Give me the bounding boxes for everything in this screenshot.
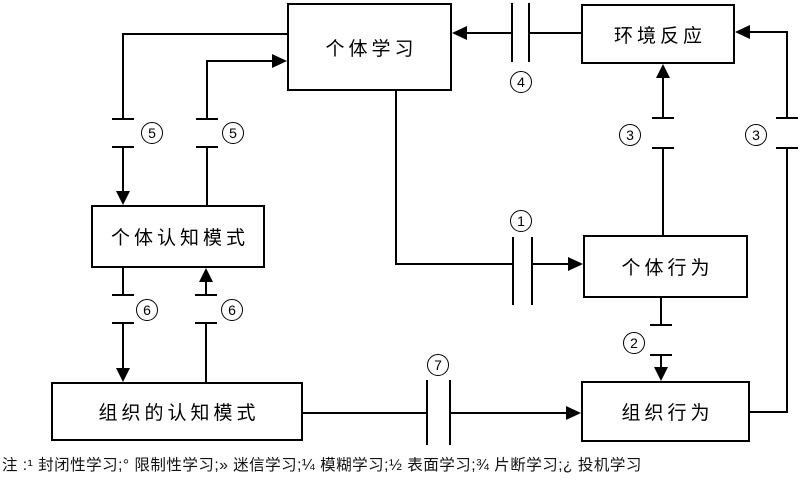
barrier-marker-6-right-label: 6 <box>228 302 236 318</box>
connector-4 <box>452 3 581 62</box>
node-organizational-behavior-label: 组织行为 <box>621 403 714 424</box>
barrier-marker-1: 1 <box>510 210 532 232</box>
arrowhead-up-icon <box>656 64 670 78</box>
barrier-marker-2-label: 2 <box>630 335 638 351</box>
node-individual-behavior: 个体行为 <box>583 235 748 298</box>
connector-3-right <box>735 25 798 413</box>
node-organizational-cognitive-model: 组织的认知模式 <box>51 382 303 441</box>
arrowhead-right-icon <box>568 257 583 271</box>
barrier-marker-6-left-label: 6 <box>143 302 151 318</box>
node-individual-cognitive-model-label: 个体认知模式 <box>110 228 249 249</box>
node-individual-learning-label: 个体学习 <box>325 38 418 60</box>
arrowhead-right-icon <box>566 406 581 420</box>
node-individual-behavior-label: 个体行为 <box>621 258 714 279</box>
barrier-marker-5-left-label: 5 <box>148 125 156 141</box>
arrowhead-left-icon <box>735 25 750 39</box>
barrier-marker-4-label: 4 <box>517 74 525 90</box>
barrier-marker-7: 7 <box>427 354 449 376</box>
node-environment-response-label: 环境反应 <box>613 25 706 47</box>
barrier-marker-5-right: 5 <box>222 122 244 144</box>
connector-1 <box>395 91 583 305</box>
node-individual-learning: 个体学习 <box>287 3 452 91</box>
connector-2 <box>650 298 672 381</box>
barrier-marker-6-right: 6 <box>221 299 243 321</box>
connector-5-left <box>112 33 287 205</box>
connector-5-right <box>196 54 287 205</box>
barrier-marker-3-left: 3 <box>619 124 641 146</box>
arrowhead-down-icon <box>116 191 130 205</box>
barrier-marker-5-right-label: 5 <box>229 125 237 141</box>
connector-6-left <box>112 268 134 382</box>
connector-7 <box>303 380 581 445</box>
barrier-marker-1-label: 1 <box>517 213 525 229</box>
node-individual-cognitive-model: 个体认知模式 <box>91 205 265 268</box>
arrowhead-down-icon <box>116 368 130 382</box>
arrowhead-up-icon <box>199 268 213 282</box>
node-organizational-behavior: 组织行为 <box>581 381 750 442</box>
barrier-marker-7-label: 7 <box>434 357 442 373</box>
barrier-marker-4: 4 <box>510 71 532 93</box>
barrier-marker-5-left: 5 <box>141 122 163 144</box>
connector-3-left <box>652 64 674 235</box>
connector-6-right <box>195 268 217 382</box>
barrier-marker-3-left-label: 3 <box>626 127 634 143</box>
arrowhead-right-icon <box>272 54 287 68</box>
barrier-marker-3-right: 3 <box>745 124 767 146</box>
arrowhead-down-icon <box>654 367 668 381</box>
arrowhead-left-icon <box>452 26 467 40</box>
barrier-marker-3-right-label: 3 <box>752 127 760 143</box>
barrier-marker-2: 2 <box>623 332 645 354</box>
barrier-marker-6-left: 6 <box>136 299 158 321</box>
footnote: 注 :¹ 封闭性学习;° 限制性学习;» 迷信学习;¼ 模糊学习;½ 表面学习;… <box>2 457 642 474</box>
node-environment-response: 环境反应 <box>581 4 735 64</box>
node-organizational-cognitive-model-label: 组织的认知模式 <box>98 403 260 424</box>
